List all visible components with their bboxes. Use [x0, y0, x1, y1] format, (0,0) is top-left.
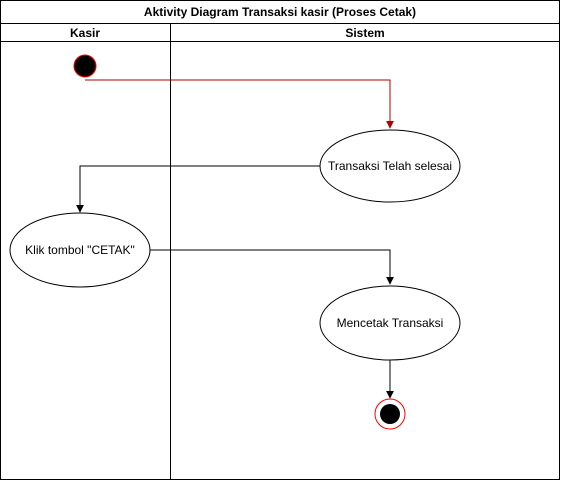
activity-klik-cetak-label: Klik tombol "CETAK" [25, 243, 135, 257]
lane-label-sistem: Sistem [345, 26, 384, 40]
lane-label-kasir: Kasir [70, 26, 100, 40]
activity-mencetak-transaksi [319, 285, 461, 361]
activity-transaksi-selesai [319, 129, 461, 203]
start-node [73, 54, 97, 78]
activity-mencetak-transaksi-label: Mencetak Transaksi [337, 316, 444, 330]
activity-transaksi-selesai-label: Transaksi Telah selesai [328, 159, 452, 173]
edge-transaksi-to-klik [76, 165, 320, 213]
edge-start-to-transaksi [85, 79, 394, 129]
end-node-core [380, 404, 400, 424]
edge-klik-to-mencetak [150, 249, 394, 285]
diagram-title: Aktivity Diagram Transaksi kasir (Proses… [144, 5, 416, 19]
activity-klik-cetak [9, 212, 151, 288]
